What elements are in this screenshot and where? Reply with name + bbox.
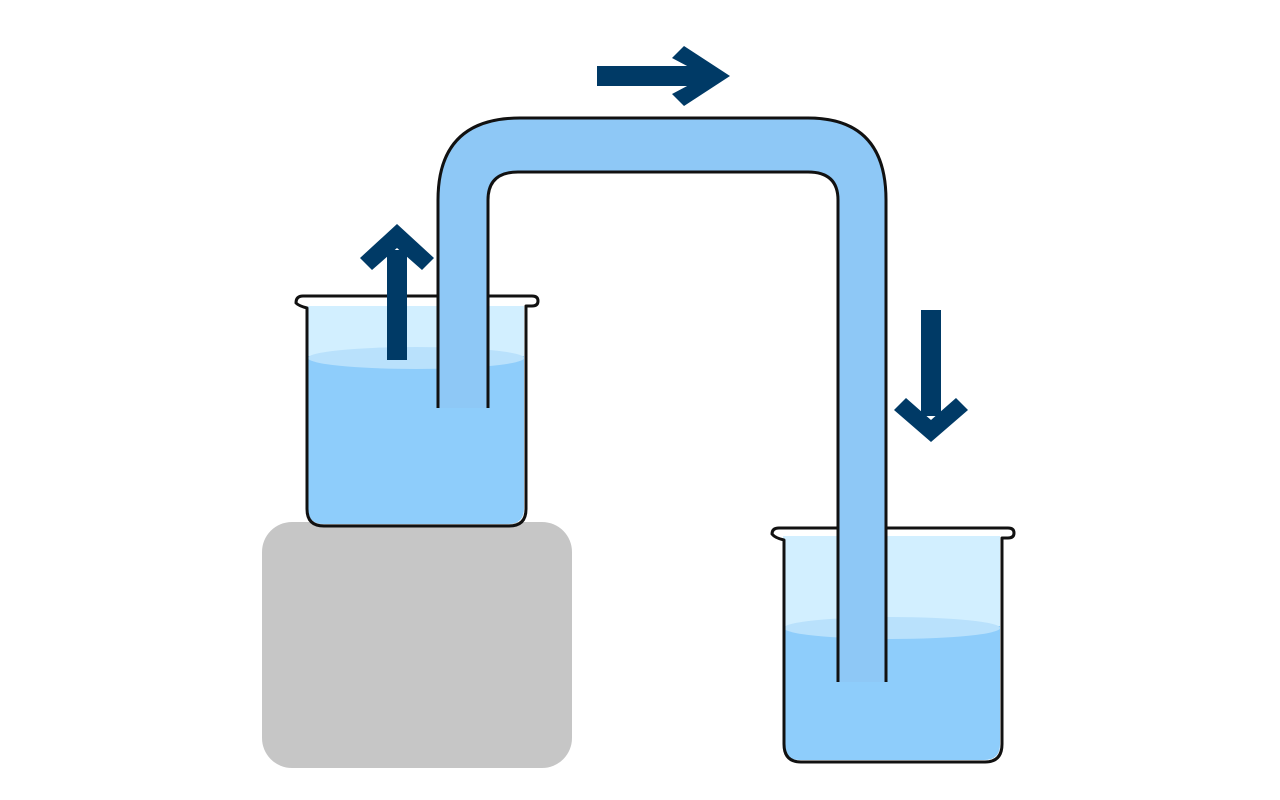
- siphon-tube-fill: [438, 118, 886, 682]
- siphon-tube: [436, 116, 888, 682]
- lower-beaker-outline: [770, 526, 1016, 764]
- siphon-tube-outer-wall: [436, 116, 888, 682]
- lower-beaker-water: [784, 626, 1000, 760]
- siphon-tube-inner-wall: [486, 170, 840, 682]
- upper-beaker-outline: [294, 294, 540, 528]
- arrow-right-icon: [597, 46, 730, 106]
- upper-beaker-water-surface: [308, 347, 524, 369]
- arrow-up-icon: [360, 224, 434, 360]
- upper-beaker-water: [308, 356, 524, 524]
- lower-beaker: [770, 526, 1016, 764]
- arrow-down-icon: [894, 310, 968, 442]
- stand-block: [262, 522, 572, 768]
- lower-beaker-water-surface: [784, 617, 1000, 639]
- upper-beaker: [294, 294, 540, 528]
